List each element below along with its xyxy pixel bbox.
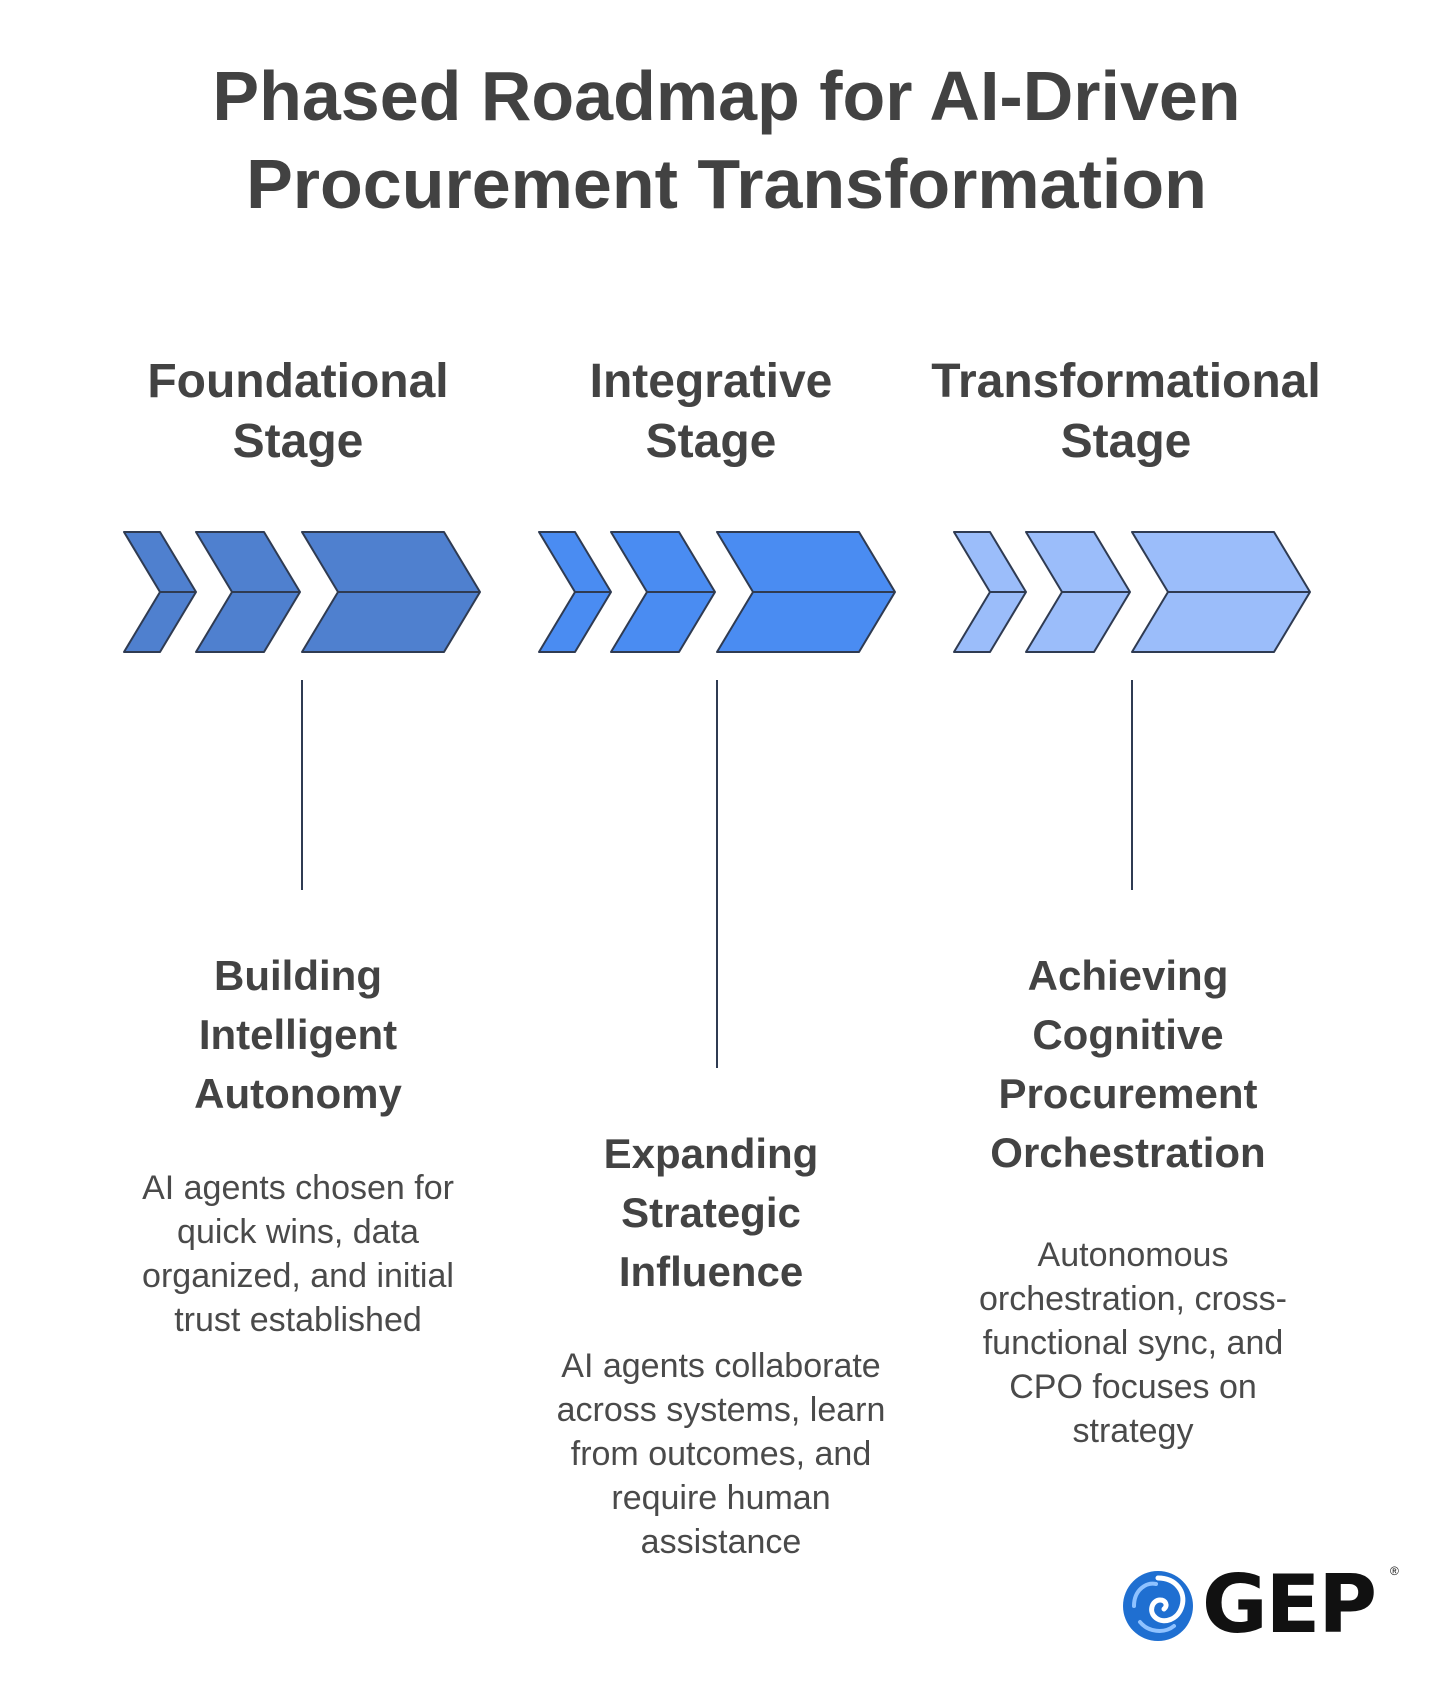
- chevron-group-foundational: [123, 531, 481, 890]
- stage-heading-foundational: Foundational Stage: [78, 352, 518, 472]
- subtitle-line: Orchestration: [990, 1129, 1266, 1176]
- stage-subtitle-integrative: Expanding Strategic Influence: [501, 1124, 921, 1301]
- subtitle-line: Building: [214, 952, 382, 999]
- stage-heading-line: Stage: [645, 415, 777, 468]
- registered-mark: ®: [1390, 1564, 1399, 1578]
- title-line-1: Phased Roadmap for AI-Driven: [212, 57, 1241, 135]
- gep-swirl-icon: [1123, 1571, 1193, 1641]
- diagram-title: Phased Roadmap for AI-Driven Procurement…: [0, 52, 1453, 228]
- stage-description-foundational: AI agents chosen for quick wins, data or…: [142, 1169, 454, 1339]
- gep-logo-text: GEP: [1202, 1558, 1377, 1651]
- stage-description-integrative: AI agents collaborate across systems, le…: [556, 1347, 886, 1561]
- stage-subtitle-foundational: Building Intelligent Autonomy: [88, 946, 508, 1123]
- gep-logo: GEP ®: [1120, 1560, 1420, 1650]
- chevron-group-integrative: [538, 531, 896, 1068]
- stage-heading-line: Integrative: [589, 355, 833, 408]
- stage-subtitle-transformational: Achieving Cognitive Procurement Orchestr…: [918, 946, 1338, 1182]
- stage-heading-line: Stage: [232, 415, 364, 468]
- stage-heading-transformational: Transformational Stage: [906, 352, 1346, 472]
- subtitle-line: Intelligent: [198, 1011, 398, 1058]
- stage-heading-integrative: Integrative Stage: [491, 352, 931, 472]
- subtitle-line: Cognitive: [1032, 1011, 1224, 1058]
- subtitle-line: Achieving: [1027, 952, 1229, 999]
- stage-description-transformational: Autonomous orchestration, cross-function…: [979, 1236, 1287, 1450]
- title-line-2: Procurement Transformation: [246, 145, 1207, 223]
- stage-heading-line: Transformational: [931, 355, 1321, 408]
- subtitle-line: Procurement: [998, 1070, 1258, 1117]
- subtitle-line: Influence: [618, 1248, 804, 1295]
- chevron-group-transformational: [953, 531, 1311, 890]
- stage-heading-line: Foundational: [147, 355, 449, 408]
- subtitle-line: Strategic: [621, 1189, 801, 1236]
- stage-heading-line: Stage: [1060, 415, 1192, 468]
- subtitle-line: Expanding: [603, 1130, 819, 1177]
- subtitle-line: Autonomy: [194, 1070, 402, 1117]
